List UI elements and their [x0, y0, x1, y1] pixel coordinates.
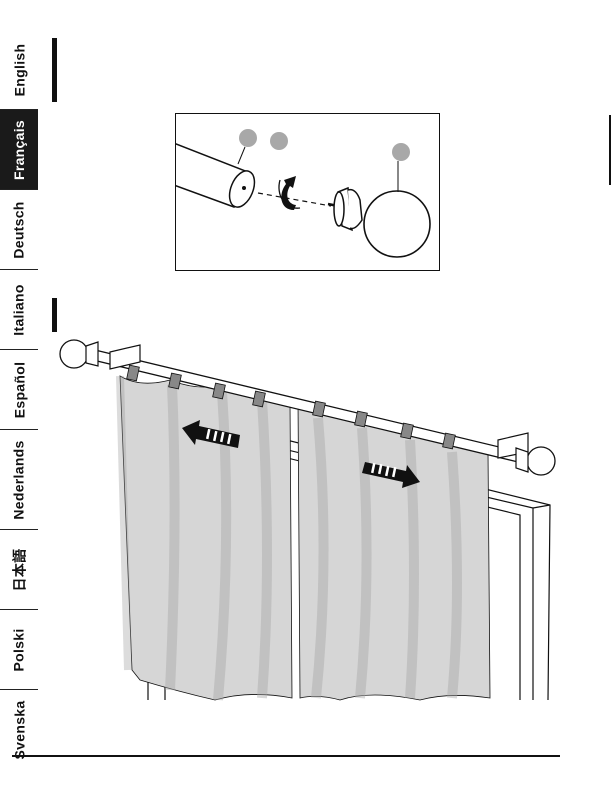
tab-english[interactable]: English	[0, 30, 38, 110]
curtain-rod	[60, 340, 555, 475]
callout-marker	[392, 143, 410, 161]
tab-japanese[interactable]: 日本語	[0, 530, 38, 610]
tab-nederlands[interactable]: Nederlands	[0, 430, 38, 530]
slide-right-arrow-icon	[362, 462, 420, 488]
language-tabs: English Français Deutsch Italiano Españo…	[0, 30, 38, 755]
footer-rule	[12, 755, 560, 757]
page-edge-mark	[609, 115, 611, 185]
tab-italiano[interactable]: Italiano	[0, 270, 38, 350]
tab-label: 日本語	[9, 548, 29, 591]
tab-label: Italiano	[11, 284, 27, 335]
callout-marker	[270, 132, 288, 150]
tab-label: Nederlands	[11, 440, 27, 519]
tab-francais[interactable]: Français	[0, 110, 38, 190]
tab-label: Svenska	[11, 701, 27, 760]
tab-polski[interactable]: Polski	[0, 610, 38, 690]
tab-svenska[interactable]: Svenska	[0, 690, 38, 770]
tab-label: Français	[11, 120, 27, 180]
tab-label: Polski	[11, 628, 27, 671]
finial-attach-inset	[175, 113, 440, 271]
left-curtain	[120, 376, 292, 700]
slide-left-arrow-icon	[182, 420, 240, 448]
step-marker-bar	[52, 298, 57, 332]
tab-label: Deutsch	[11, 201, 27, 258]
rod-end-illustration	[176, 114, 440, 271]
rotate-arrow-icon	[279, 176, 300, 210]
curtain-clips	[127, 365, 456, 449]
callout-marker	[239, 129, 257, 147]
tab-deutsch[interactable]: Deutsch	[0, 190, 38, 270]
step-marker-bar	[52, 38, 57, 102]
window-frame	[148, 410, 550, 700]
right-curtain	[298, 400, 490, 700]
tab-label: English	[11, 43, 27, 96]
tab-label: Español	[11, 361, 27, 418]
finial-knob-illustration	[328, 161, 430, 257]
tab-espanol[interactable]: Español	[0, 350, 38, 430]
